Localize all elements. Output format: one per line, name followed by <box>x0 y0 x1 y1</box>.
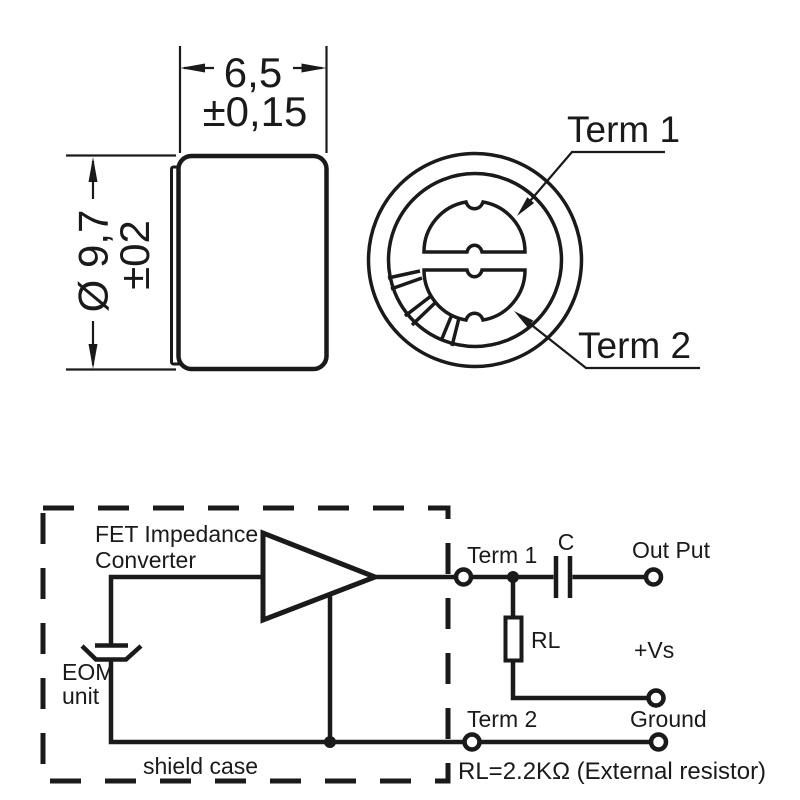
term1-terminal <box>453 567 474 587</box>
diameter-arrow-down-icon <box>88 344 98 369</box>
capacitor-label: C <box>558 529 575 555</box>
ground-terminal <box>648 732 669 752</box>
resistor-symbol <box>503 615 524 663</box>
capsule-side-view: 6,5 ±0,15 Ø 9,7 ±02 <box>66 46 329 372</box>
capsule-body <box>176 153 329 372</box>
eom-element-symbol <box>80 643 143 662</box>
output-label: Out Put <box>632 537 711 563</box>
eom-diaphragm-plate <box>80 644 143 662</box>
term2-terminal <box>462 732 482 752</box>
term2-leader-line <box>523 318 700 370</box>
shield-case-boundary <box>40 505 451 784</box>
term2-leader-arrow-icon <box>514 311 534 328</box>
ground-rail-wire <box>108 659 651 745</box>
inner-case-circle <box>386 171 564 349</box>
resistor-label: RL <box>531 627 561 653</box>
supply-terminal <box>646 688 666 708</box>
term1-leader-line <box>523 150 665 209</box>
output-terminal <box>643 567 664 587</box>
term2-schematic-label: Term 2 <box>467 706 537 732</box>
external-resistor-note: RL=2.2KΩ (External resistor) <box>458 758 766 785</box>
term1-callout-label: Term 1 <box>567 109 680 150</box>
terminal-2-pad <box>422 268 527 322</box>
supply-label: +Vs <box>634 637 674 663</box>
circuit-schematic: FET Impedance Converter EOM unit shield … <box>40 505 766 785</box>
junction-dot-term1 <box>507 571 519 583</box>
capacitor-symbol <box>553 556 573 598</box>
term2-callout-label: Term 2 <box>578 325 691 366</box>
capsule-terminal-view: Term 1 Term 2 <box>366 109 700 370</box>
terminal-1-pad <box>422 200 527 254</box>
term1-leader-arrow-icon <box>517 197 535 216</box>
width-arrow-right-icon <box>301 63 327 73</box>
junction-dot-ground <box>324 736 336 748</box>
diameter-arrow-up-icon <box>88 157 98 182</box>
term1-schematic-label: Term 1 <box>467 542 537 568</box>
eom-label-line1: EOM <box>62 659 114 685</box>
width-arrow-left-icon <box>180 63 205 73</box>
fet-converter-label-line2: Converter <box>95 547 196 573</box>
supply-wire <box>510 660 649 701</box>
width-dimension-tolerance: ±0,15 <box>203 88 308 135</box>
ground-label: Ground <box>630 706 707 732</box>
diameter-dimension-value: Ø 9,7 <box>70 210 117 313</box>
width-dimension-value: 6,5 <box>224 49 282 96</box>
input-wire <box>108 574 263 645</box>
fet-converter-label-line1: FET Impedance <box>95 521 258 547</box>
outer-case-circle <box>366 151 584 369</box>
fet-amplifier-symbol <box>260 529 382 624</box>
eom-label-line2: unit <box>62 683 100 709</box>
shield-case-label: shield case <box>143 753 258 779</box>
diameter-dimension-tolerance: ±02 <box>111 220 158 290</box>
